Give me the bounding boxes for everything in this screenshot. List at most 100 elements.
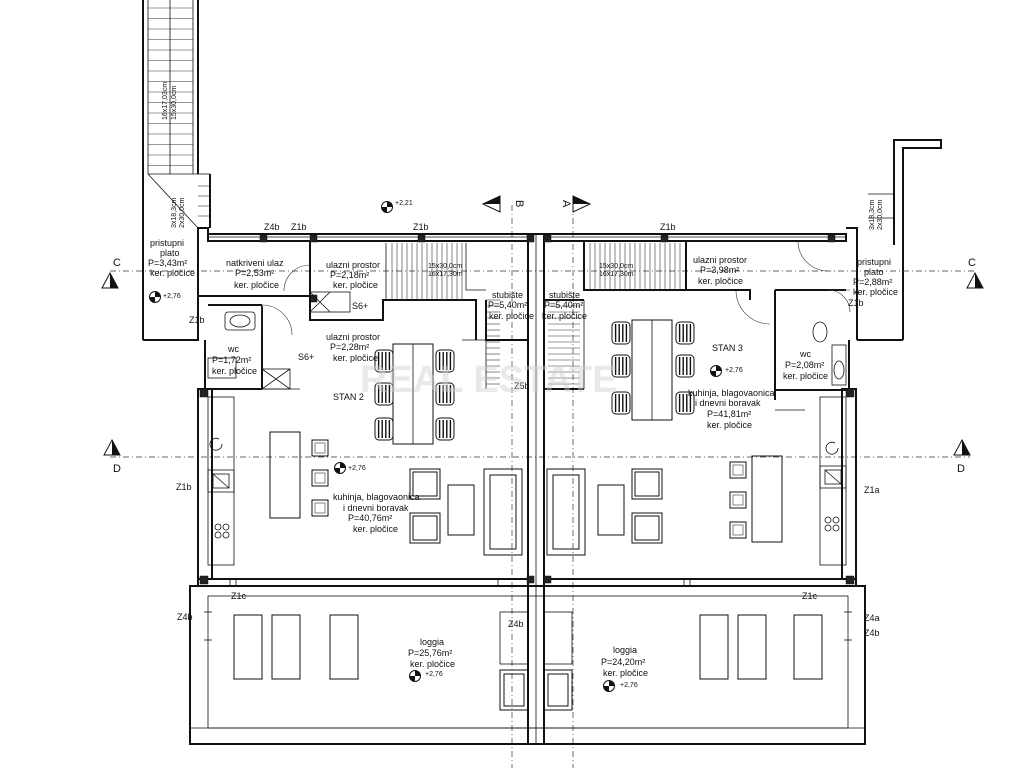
entrance-stair-left	[142, 0, 211, 340]
stair-right-dim-1: 3x18,3cm	[869, 199, 876, 230]
room-wc-left: wc P=1,72m² ker. pločice	[212, 344, 257, 376]
stair-treads-right	[548, 243, 681, 385]
room-label: loggia	[420, 637, 444, 647]
loggia-loungers-right	[699, 614, 823, 680]
dining-chair	[675, 321, 695, 345]
section-label-a: A	[560, 200, 572, 208]
elevation-loggia-left: +2,76	[425, 671, 443, 678]
structural-columns	[199, 234, 855, 585]
dining-chair	[374, 417, 394, 441]
room-label: pristupni	[857, 257, 891, 267]
kitchen-island-left	[269, 431, 301, 519]
room-finish: ker. pločice	[853, 287, 898, 297]
room-stan3: STAN 3	[712, 343, 743, 353]
stair-dim-2: 15x30,0cm	[171, 86, 178, 120]
elevation-marker	[381, 201, 393, 213]
tag-z1b-left: Z1b	[189, 315, 205, 325]
room-pristupni-left: pristupni plato P=3,43m² ker. pločice	[148, 238, 195, 278]
elevation-marker	[409, 670, 421, 682]
room-area: P=2,88m²	[853, 277, 892, 287]
section-marker-d-left	[103, 438, 121, 456]
elevation-stan3: +2,76	[725, 367, 743, 374]
room-label: i dnevni boravak	[343, 503, 409, 513]
room-finish: ker. pločice	[333, 280, 378, 290]
room-finish: ker. pločice	[603, 668, 648, 678]
room-finish: ker. pločice	[353, 524, 398, 534]
room-area: P=3,98m²	[700, 265, 739, 275]
bar-stool	[311, 499, 329, 517]
room-loggia-right: loggia P=24,20m² ker. pločice	[601, 645, 648, 678]
room-area: P=3,43m²	[148, 258, 187, 268]
dining-chair	[675, 391, 695, 415]
dining-table-right	[631, 319, 673, 421]
room-finish: ker. pločice	[150, 268, 195, 278]
dining-chair	[611, 354, 631, 378]
stair-center-dim-2a: 15x30,0cm	[599, 263, 633, 270]
elevation-marker	[149, 291, 161, 303]
room-stubiste-a: stubište P=5,40m² ker. pločice	[488, 290, 534, 321]
room-label: i dnevni boravak	[695, 398, 761, 408]
kitchen-left	[207, 396, 235, 566]
room-label: stubište	[549, 290, 580, 300]
room-stubiste-b: stubište P=5,40m² ker. pločice	[542, 290, 587, 321]
dining-chair	[435, 349, 455, 373]
room-area: P=2,08m²	[785, 360, 824, 370]
room-label: kuhinja, blagovaonica	[333, 492, 420, 502]
bar-stool	[729, 491, 747, 509]
room-finish: ker. pločice	[234, 280, 279, 290]
room-ulazni-c: ulazni prostor P=3,98m² ker. pločice	[693, 255, 747, 286]
tag-z4b-right: Z4b	[864, 628, 880, 638]
room-label: ulazni prostor	[326, 260, 380, 270]
stair-center-dim-1a: 15x30,0cm	[428, 263, 462, 270]
loggia-planters	[499, 611, 573, 711]
room-wc-right: wc P=2,08m² ker. pločice	[783, 349, 828, 381]
room-finish: ker. pločice	[542, 311, 587, 321]
loggia-loungers-left	[233, 614, 359, 680]
dining-chairs	[374, 321, 695, 441]
tag-z1b-top-2: Z1b	[413, 222, 429, 232]
tag-z1a: Z1a	[864, 485, 880, 495]
room-area: P=2,53m²	[235, 268, 274, 278]
living-furniture-right	[546, 468, 663, 556]
tag-z5b: Z5b	[514, 381, 530, 391]
stair-right-dim-2: 2x30,0cm	[877, 199, 884, 230]
room-pristupni-right: pristupni plato P=2,88m² ker. pločice	[853, 257, 898, 297]
room-area: P=25,76m²	[408, 648, 452, 658]
room-area: P=5,40m²	[544, 300, 583, 310]
section-marker-b	[481, 195, 501, 213]
room-loggia-left: loggia P=25,76m² ker. pločice	[408, 637, 455, 669]
elevation-marker	[334, 462, 346, 474]
tag-z1b-top-3: Z1b	[660, 222, 676, 232]
room-area: P=2,28m²	[330, 342, 369, 352]
left-unit-interior-walls	[198, 241, 528, 390]
section-label-b: B	[513, 200, 525, 207]
window-marks	[204, 579, 852, 641]
section-marker-c-right	[966, 271, 984, 289]
tag-z1c-left: Z1c	[231, 591, 247, 601]
bar-stool	[311, 469, 329, 487]
tag-z1b-top-1: Z1b	[291, 222, 307, 232]
room-label: wc	[227, 344, 239, 354]
bar-stool	[729, 521, 747, 539]
room-label: natkriveni ulaz	[226, 258, 284, 268]
dining-chair	[435, 382, 455, 406]
stair-side-dim-1: 3x18,3cm	[171, 197, 178, 228]
room-label: kuhinja, blagovaonica	[688, 388, 775, 398]
dining-chair	[435, 417, 455, 441]
tag-z1b-kitchen-left: Z1b	[176, 482, 192, 492]
stair-dim-1: 16x17,03cm	[162, 82, 169, 120]
section-label-c-left: C	[113, 257, 121, 269]
room-area: P=41,81m²	[707, 409, 751, 419]
bar-stools	[311, 439, 747, 539]
room-area: P=24,20m²	[601, 657, 645, 667]
tag-z4b-top: Z4b	[264, 222, 280, 232]
right-unit-interior-walls	[544, 240, 851, 411]
elevation-markers	[149, 201, 722, 692]
dining-chair	[611, 391, 631, 415]
room-finish: ker. pločice	[410, 659, 455, 669]
room-label: plato	[864, 267, 884, 277]
section-label-c-right: C	[968, 257, 976, 269]
room-label: pristupni	[150, 238, 184, 248]
room-finish: ker. pločice	[783, 371, 828, 381]
